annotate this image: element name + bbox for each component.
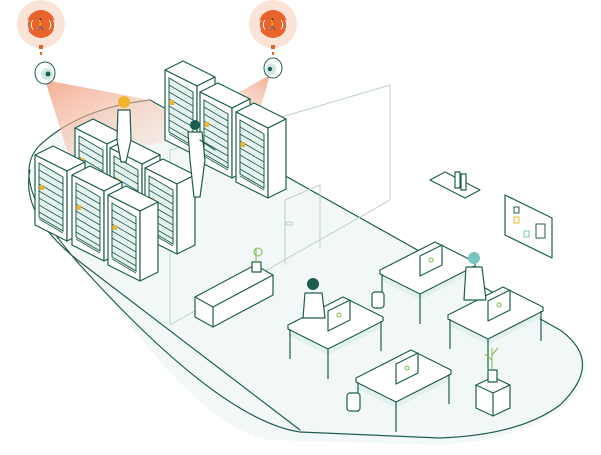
status-led — [113, 225, 117, 230]
svg-text:((🚶)): ((🚶)) — [26, 18, 57, 31]
monitor — [419, 244, 443, 277]
door-handle — [285, 221, 293, 226]
svg-text:((🚶)): ((🚶)) — [258, 18, 289, 31]
status-led — [205, 122, 209, 127]
trash-bin — [371, 291, 385, 309]
laptop — [395, 352, 419, 385]
motion-alert-left: ((🚶)) — [17, 0, 65, 55]
monitor — [487, 289, 511, 322]
wall-shelf — [429, 171, 481, 199]
laptop — [327, 299, 351, 332]
plant-box — [475, 347, 511, 417]
desk — [355, 349, 452, 432]
status-led — [77, 205, 81, 210]
desk — [447, 286, 544, 369]
motion-sensor-icon — [27, 10, 55, 38]
door — [284, 184, 321, 265]
status-led — [40, 185, 44, 190]
bench-with-plant — [194, 247, 274, 328]
status-led — [241, 142, 245, 147]
person-man-at-laptop — [302, 278, 326, 319]
security-camera-left — [34, 61, 56, 85]
pinboard — [504, 194, 553, 259]
server-rack — [107, 185, 159, 282]
server-rack — [235, 102, 287, 199]
trash-bin — [346, 392, 361, 412]
status-led — [170, 100, 174, 105]
motion-alert-right: ((🚶)) — [249, 0, 297, 55]
motion-sensor-icon — [259, 10, 287, 38]
server-racks — [34, 60, 287, 282]
security-camera-right — [263, 57, 283, 79]
person-woman-standing — [116, 96, 132, 163]
office-desks — [287, 241, 544, 432]
person-man-at-rack — [187, 120, 216, 198]
desk — [287, 296, 384, 379]
person-woman-at-monitor — [463, 252, 487, 301]
